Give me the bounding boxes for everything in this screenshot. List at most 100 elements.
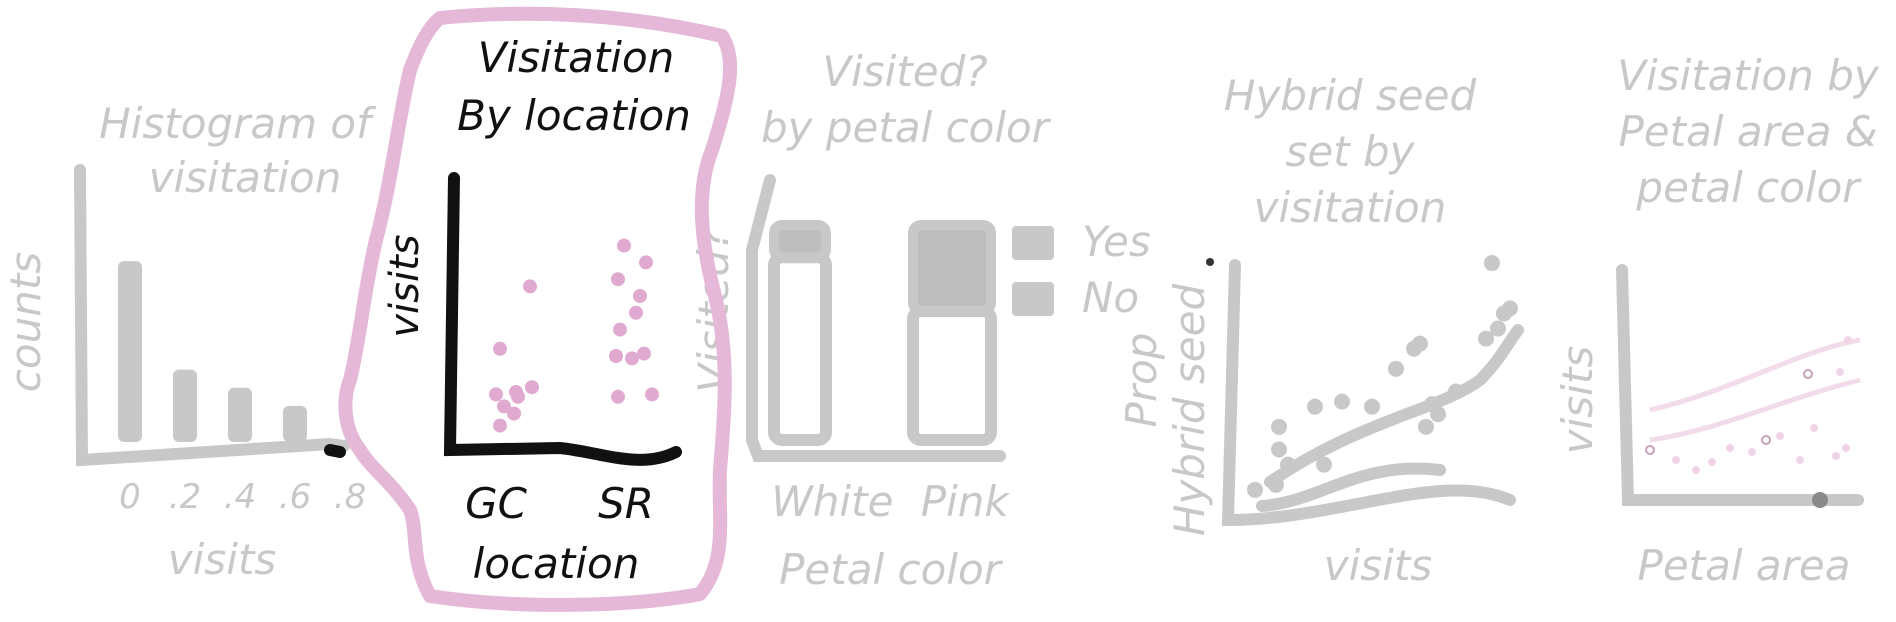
histogram-x-label: visits — [168, 535, 276, 584]
location-x-label: location — [473, 539, 640, 588]
hybrid-title-line2: set by — [1285, 127, 1415, 176]
location-point — [507, 406, 521, 421]
histogram-tick-label: 0 — [119, 477, 141, 517]
location-point — [523, 279, 537, 294]
hybrid-point — [1307, 398, 1323, 415]
histogram-bar — [283, 405, 307, 442]
hybrid-point — [1364, 398, 1380, 415]
hybrid-point — [1280, 456, 1296, 473]
hybrid-point — [1271, 441, 1287, 458]
category-sr-label: SR — [598, 479, 654, 528]
petal-color-title-line1: Visited? — [822, 47, 987, 96]
stacked-segment-yes — [908, 220, 996, 316]
location-point — [525, 380, 539, 395]
hybrid-trend-lower — [1256, 462, 1446, 512]
hybrid-axis-dot — [1206, 258, 1214, 266]
area-x-label: Petal area — [1638, 541, 1851, 590]
location-point — [511, 389, 525, 404]
stacked-segment-yes — [769, 220, 831, 263]
location-title-line2: By location — [457, 91, 691, 140]
area-trend-lower — [1649, 377, 1861, 443]
hybrid-points — [1206, 255, 1518, 498]
stacked-segment-no — [907, 305, 997, 446]
location-points — [489, 238, 659, 433]
area-point — [1726, 444, 1734, 452]
highlight-outline — [338, 6, 738, 612]
hybrid-point — [1418, 418, 1434, 435]
histogram-tick-label: .6 — [279, 477, 311, 517]
area-point — [1708, 458, 1716, 466]
category-gc-label: GC — [465, 479, 528, 528]
area-point — [1645, 445, 1655, 455]
area-point — [1844, 336, 1852, 344]
hybrid-y-label-line2: Hybrid seed — [1165, 284, 1214, 537]
histogram-tick-label: .4 — [224, 477, 256, 517]
hybrid-point — [1490, 320, 1506, 337]
petal-color-title-line2: by petal color — [761, 103, 1052, 152]
location-y-label: visits — [382, 234, 428, 337]
hybrid-axes — [1221, 259, 1516, 527]
location-point — [493, 341, 507, 356]
category-white-label: White — [771, 477, 893, 526]
legend-swatch-no — [1012, 282, 1054, 316]
histogram-tick-labels: 0.2.4.6.8 — [119, 477, 366, 517]
location-point — [613, 322, 627, 337]
hybrid-seed-panel: Hybrid seed set by visitation Prop Hybri… — [1117, 71, 1524, 590]
hybrid-point — [1316, 456, 1332, 473]
hybrid-y-label-line1: Prop — [1117, 333, 1166, 428]
area-point — [1836, 368, 1844, 376]
area-point — [1803, 369, 1813, 379]
location-axis-stub — [324, 444, 346, 458]
location-point — [645, 387, 659, 402]
legend-label-yes: Yes — [1082, 217, 1151, 266]
hybrid-point — [1334, 393, 1350, 410]
area-title-line1: Visitation by — [1617, 51, 1880, 100]
location-point — [639, 255, 653, 270]
petal-color-x-categories: White Pink — [771, 477, 1010, 526]
location-title-line1: Visitation — [478, 33, 675, 82]
category-pink-label: Pink — [921, 477, 1011, 526]
area-point — [1810, 424, 1818, 432]
petal-color-axes — [746, 174, 1006, 462]
hybrid-x-label: visits — [1324, 541, 1432, 590]
location-point — [609, 349, 623, 363]
location-point — [625, 351, 639, 366]
histogram-panel: Histogram of visitation counts 0.2.4.6.8… — [1, 99, 377, 584]
area-point — [1748, 448, 1756, 456]
histogram-tick-label: .8 — [334, 477, 366, 517]
area-axis-dot — [1812, 492, 1828, 508]
hybrid-title-line1: Hybrid seed — [1224, 71, 1477, 120]
histogram-y-label: counts — [1, 252, 50, 392]
area-point — [1776, 432, 1784, 440]
visitation-location-panel: Visitation By location visits GC SR loca… — [324, 6, 738, 612]
area-y-label: visits — [1553, 346, 1602, 454]
location-point — [617, 238, 631, 253]
area-title-line3: petal color — [1635, 163, 1862, 212]
location-point — [637, 346, 651, 361]
histogram-bar — [118, 261, 142, 442]
histogram-bars — [118, 261, 307, 442]
histogram-title-line1: Histogram of — [99, 99, 377, 148]
area-point — [1761, 435, 1771, 445]
location-point — [633, 289, 647, 303]
area-axes — [1616, 264, 1864, 506]
location-point — [497, 399, 511, 414]
petal-color-x-label: Petal color — [779, 545, 1004, 594]
legend-swatch-yes — [1012, 226, 1054, 260]
hybrid-point — [1268, 476, 1284, 493]
location-axes — [443, 172, 682, 466]
location-point — [611, 389, 625, 404]
hybrid-point — [1484, 255, 1500, 272]
stacked-bars — [768, 220, 997, 446]
area-point — [1832, 452, 1840, 460]
location-point — [489, 387, 503, 402]
legend-label-no: No — [1082, 273, 1139, 322]
hybrid-point — [1430, 406, 1446, 423]
hybrid-title-line3: visitation — [1254, 183, 1447, 232]
hybrid-point — [1388, 360, 1404, 377]
histogram-bar — [228, 387, 252, 442]
area-point — [1842, 444, 1850, 452]
location-point — [611, 272, 625, 287]
